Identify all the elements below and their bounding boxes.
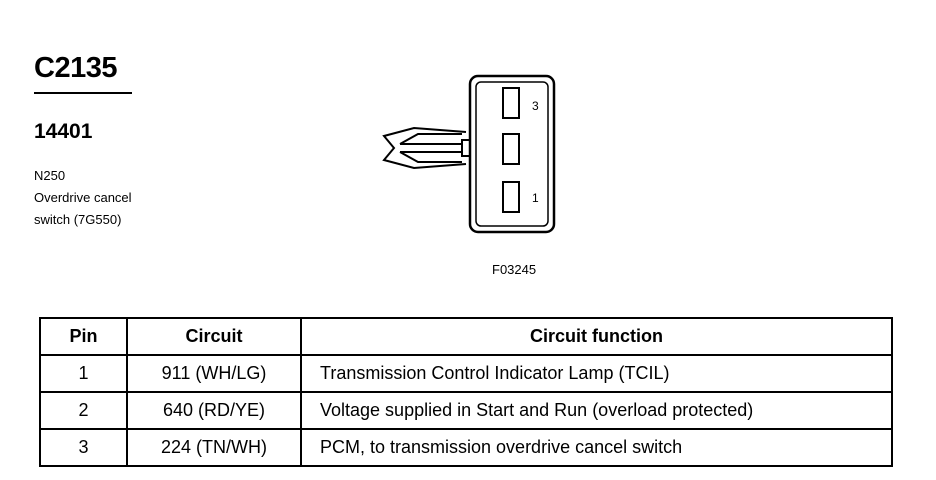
circuit-cell: 224 (TN/WH) [126, 428, 302, 467]
cavity-pin-1 [502, 181, 520, 213]
table-row: 2 640 (RD/YE) Voltage supplied in Start … [39, 391, 893, 430]
pin-cell: 3 [39, 428, 128, 467]
header-pin: Pin [39, 317, 128, 356]
cavity-pin-3 [502, 87, 520, 119]
circuit-cell: 911 (WH/LG) [126, 354, 302, 393]
description-line-2: Overdrive cancel [34, 190, 132, 205]
pin-label-1: 1 [532, 191, 539, 205]
pin-cavities [502, 87, 520, 213]
description-line-1: N250 [34, 168, 66, 183]
description-line-3: switch (7G550) [34, 212, 122, 227]
circuit-cell: 640 (RD/YE) [126, 391, 302, 430]
pin-cell: 1 [39, 354, 128, 393]
table-row: 3 224 (TN/WH) PCM, to transmission overd… [39, 428, 893, 467]
table-header-row: Pin Circuit Circuit function [39, 317, 893, 356]
figure-code: F03245 [492, 262, 537, 277]
connector-id-underline [34, 92, 132, 94]
cavity-pin-2 [502, 133, 520, 165]
function-cell: Transmission Control Indicator Lamp (TCI… [300, 354, 893, 393]
connector-latch [382, 126, 471, 170]
pin-cell: 2 [39, 391, 128, 430]
pinout-table: Pin Circuit Circuit function 1 911 (WH/L… [39, 317, 893, 467]
pin-label-3: 3 [532, 99, 539, 113]
function-cell: Voltage supplied in Start and Run (overl… [300, 391, 893, 430]
table-row: 1 911 (WH/LG) Transmission Control Indic… [39, 354, 893, 393]
connector-body [468, 74, 556, 234]
header-circuit-function: Circuit function [300, 317, 893, 356]
connector-id: C2135 [34, 52, 117, 84]
header-circuit: Circuit [126, 317, 302, 356]
part-number: 14401 [34, 120, 93, 143]
function-cell: PCM, to transmission overdrive cancel sw… [300, 428, 893, 467]
connector-diagram: 3 1 [382, 74, 556, 234]
